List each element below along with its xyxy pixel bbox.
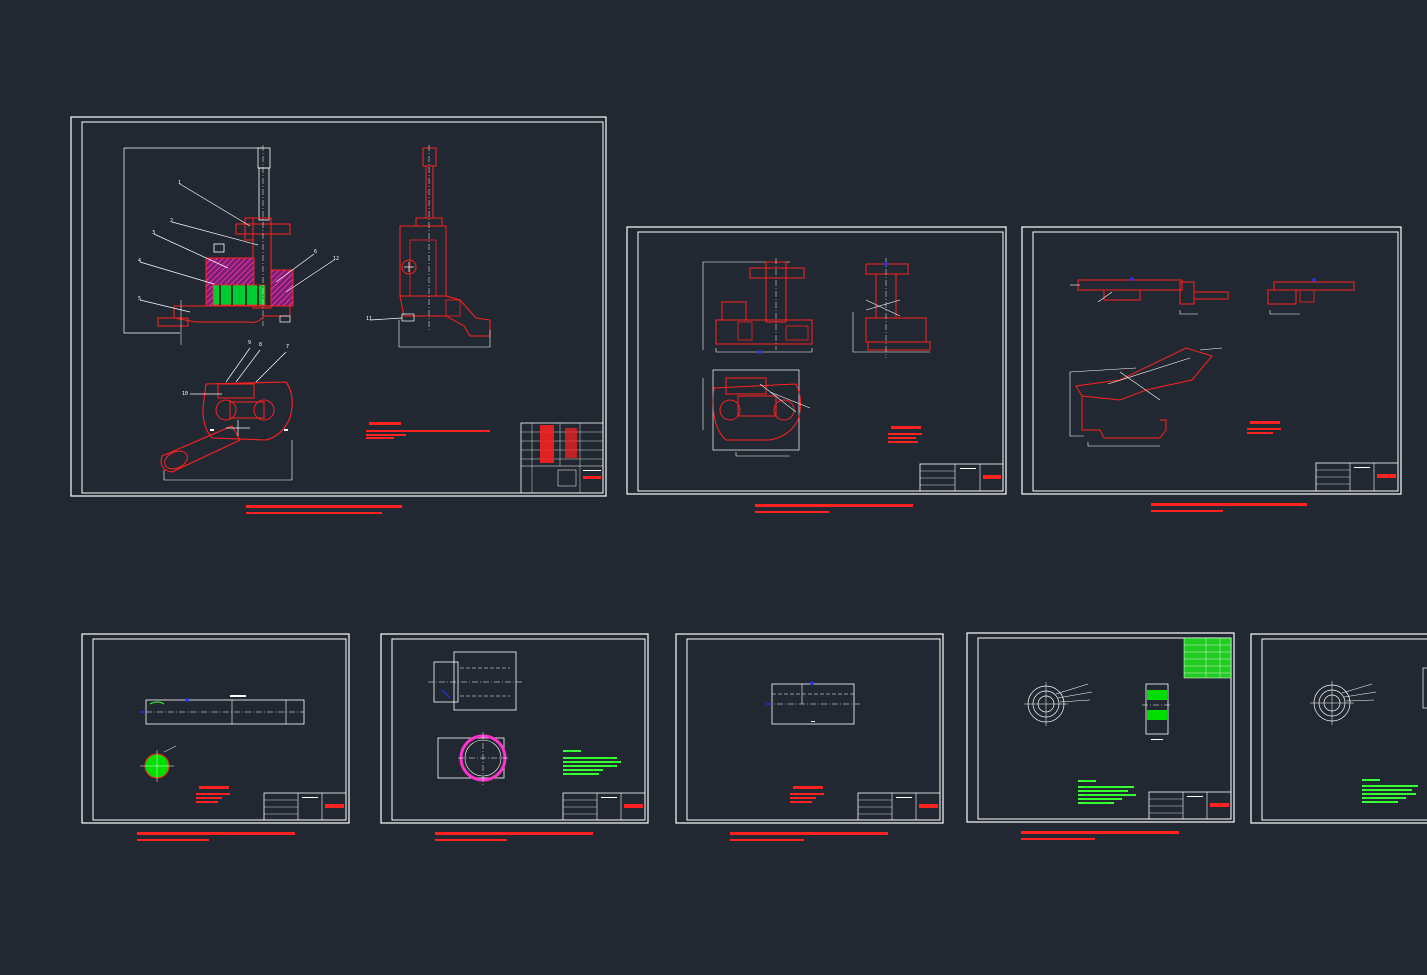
shaft-title-block <box>263 792 347 821</box>
sheet-lever[interactable] <box>1021 226 1402 512</box>
sheet-outer-frame <box>81 633 350 824</box>
lever-title-block <box>1315 462 1399 492</box>
lever-side-view <box>1267 278 1355 315</box>
balloon-10: 10 <box>182 391 189 397</box>
sheet-outer-frame <box>1021 226 1402 495</box>
bushing-title-block <box>562 792 646 821</box>
sheet-caption <box>755 504 913 507</box>
sheet-bushing[interactable] <box>380 633 649 841</box>
bushing-notes <box>563 750 621 775</box>
gear-title-block <box>1148 791 1232 820</box>
sheet-outer-frame <box>1250 633 1427 824</box>
balloon-7: 7 <box>286 344 290 350</box>
balloon-4: 4 <box>138 258 142 264</box>
gear-end-view <box>1024 682 1093 726</box>
gear-section-view <box>1142 683 1172 740</box>
sheet-outer-frame <box>966 632 1235 823</box>
fixture-title-block <box>919 463 1004 492</box>
sheet-gear-2[interactable] <box>1250 633 1427 824</box>
lever-front-view <box>1070 277 1229 315</box>
sheet-inner-frame <box>81 121 604 494</box>
sheet-caption <box>137 832 295 835</box>
sheet-caption <box>246 505 402 508</box>
assembly-title-block <box>520 422 604 494</box>
bushing-section-view <box>428 651 522 711</box>
shaft-notes <box>196 786 230 803</box>
sheet-outer-frame <box>380 633 649 824</box>
sheet-inner-frame <box>637 231 1004 492</box>
assembly-notes <box>366 422 490 439</box>
sheet-inner-frame <box>1032 231 1399 492</box>
gear-notes <box>1078 780 1136 804</box>
lever-notes <box>1247 421 1281 434</box>
fixture-top-view <box>702 369 811 457</box>
fixture-notes <box>888 426 922 443</box>
balloon-5: 5 <box>138 296 142 302</box>
bushing-end-view <box>437 732 510 786</box>
shaft-view <box>140 695 305 782</box>
pin-view <box>766 681 860 725</box>
sheet-assembly[interactable] <box>70 116 607 514</box>
assembly-front-view <box>123 145 335 345</box>
sheet-caption <box>1151 503 1307 506</box>
sheet-outer-frame <box>626 226 1007 495</box>
lever-top-view <box>1069 347 1223 447</box>
sheet-caption <box>1021 831 1179 834</box>
sheet-inner-frame <box>92 638 347 821</box>
sheet-inner-frame <box>1261 638 1427 821</box>
gear-parameter-table <box>1183 637 1232 679</box>
balloon-12: 12 <box>333 256 340 262</box>
sheet-inner-frame <box>391 638 646 821</box>
sheet-outer-frame <box>675 633 944 824</box>
balloon-1: 1 <box>178 180 182 186</box>
sheet-outer-frame <box>70 116 607 497</box>
sheet-pin[interactable] <box>675 633 944 841</box>
sheet-inner-frame <box>686 638 941 821</box>
sheet-inner-frame <box>977 637 1232 820</box>
balloon-2: 2 <box>170 218 174 224</box>
balloon-11: 11 <box>366 316 373 322</box>
sheet-caption <box>435 832 593 835</box>
balloon-8: 8 <box>259 342 263 348</box>
sheet-gear[interactable] <box>966 632 1235 840</box>
sheet-caption <box>730 832 888 835</box>
gear-2-end-view <box>1310 667 1427 725</box>
fixture-front-view <box>702 258 813 354</box>
pin-title-block <box>857 792 941 821</box>
assembly-top-view <box>160 347 293 481</box>
fixture-side-view <box>852 258 931 358</box>
sheet-fixture-body[interactable] <box>626 226 1007 513</box>
assembly-side-view <box>369 145 491 348</box>
gear-2-notes <box>1362 779 1418 803</box>
balloon-9: 9 <box>248 340 252 346</box>
balloon-3: 3 <box>152 230 156 236</box>
balloon-6: 6 <box>314 249 318 255</box>
pin-notes <box>790 786 824 803</box>
sheet-shaft[interactable] <box>81 633 350 841</box>
